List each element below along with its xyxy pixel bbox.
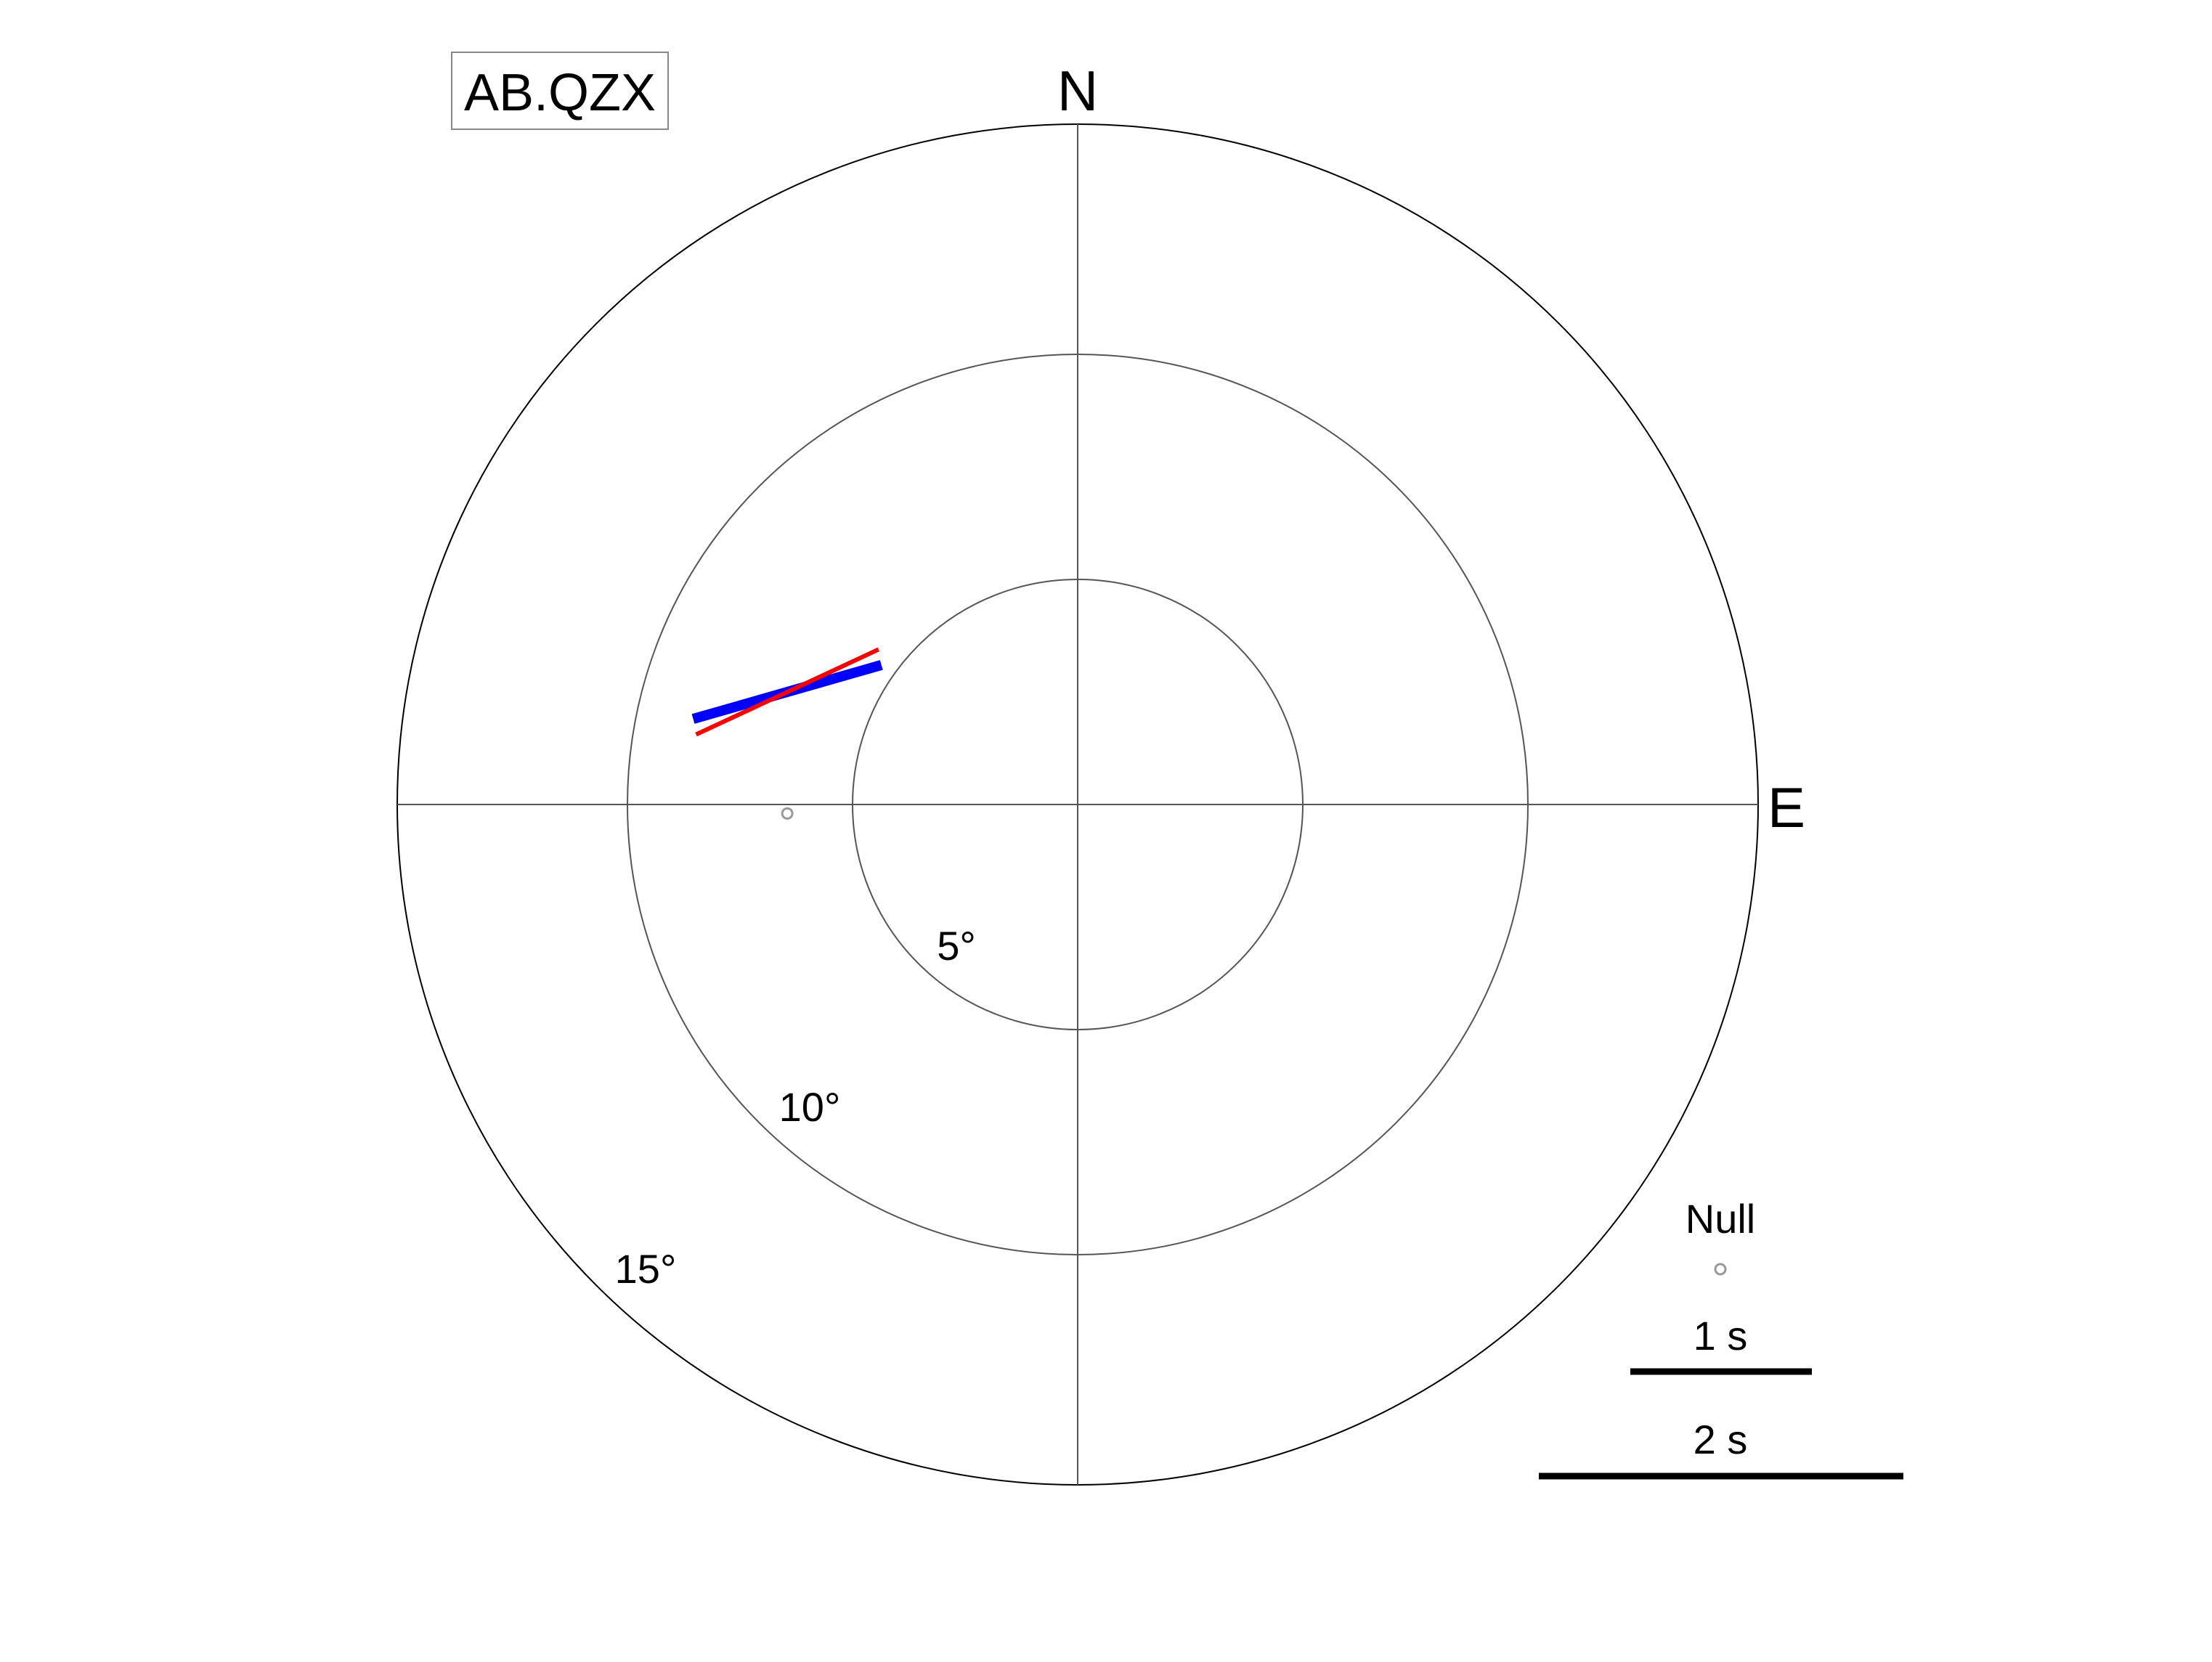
null-marker <box>781 807 794 820</box>
scale-2s-label: 2 s <box>1693 1417 1748 1462</box>
legend-null-label: Null <box>1686 1196 1755 1242</box>
scale-1s-label: 1 s <box>1693 1313 1748 1358</box>
east-label: E <box>1768 775 1805 839</box>
splitting-bar-red <box>695 647 879 737</box>
ring-label-15: 15° <box>615 1246 677 1292</box>
station-label-frame <box>451 52 669 130</box>
ring-label-10: 10° <box>779 1084 841 1130</box>
station-label: AB.QZX <box>464 64 656 122</box>
north-label: N <box>1057 59 1098 123</box>
station-label-box: AB.QZX <box>451 52 669 130</box>
splitting-measurements <box>691 647 883 737</box>
ring-label-5: 5° <box>937 923 976 969</box>
legend-null-marker <box>1714 1263 1727 1276</box>
legend: Null 1 s 2 s <box>1539 1196 1903 1480</box>
null-measurements <box>781 807 794 820</box>
polar-grid <box>397 123 1759 1486</box>
